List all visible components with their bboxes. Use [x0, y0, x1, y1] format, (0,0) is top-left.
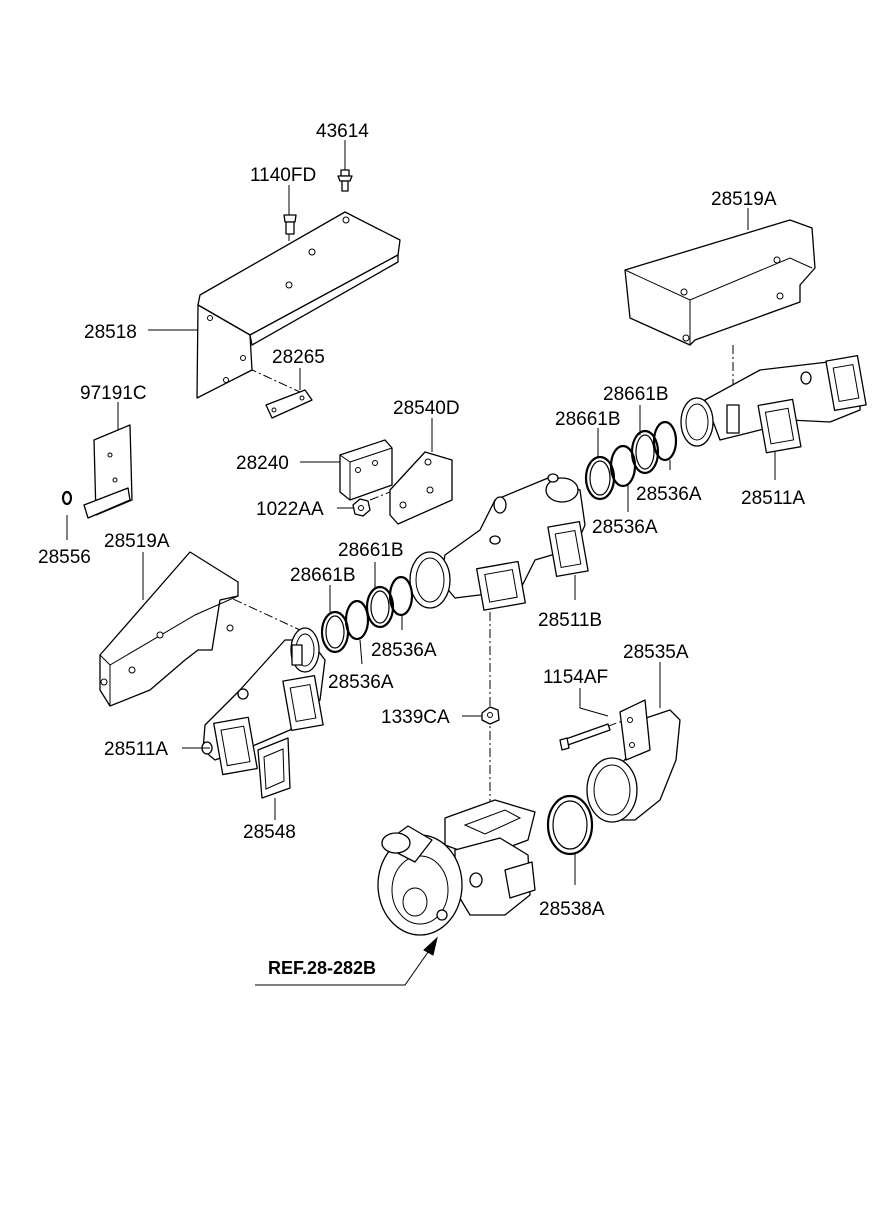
label-28661B-4: 28661B — [290, 565, 356, 586]
label-28535A: 28535A — [623, 642, 689, 663]
washer-28556 — [61, 490, 73, 506]
exhaust-manifold-28511A-right — [680, 354, 867, 454]
bracket-28240 — [339, 439, 393, 501]
rings-right — [584, 420, 678, 501]
label-1339CA: 1339CA — [381, 707, 450, 728]
exhaust-elbow-28535A — [586, 699, 681, 823]
turbocharger — [377, 799, 536, 936]
gasket-28548 — [257, 737, 291, 799]
label-28240: 28240 — [236, 453, 289, 474]
rings-middle — [320, 575, 414, 654]
label-97191C: 97191C — [80, 383, 147, 404]
label-28265: 28265 — [272, 347, 325, 368]
label-28511B: 28511B — [538, 610, 602, 631]
label-28511A-right: 28511A — [741, 488, 805, 509]
nut-1022AA — [352, 498, 371, 517]
label-1022AA: 1022AA — [256, 499, 324, 520]
label-28536A-1: 28536A — [636, 484, 702, 505]
part-labels: 43614 1140FD 28519A 28518 28265 97191C 2… — [38, 121, 805, 978]
bracket-28265 — [265, 389, 313, 419]
clamp-28538A — [546, 794, 594, 856]
label-28519A-top: 28519A — [711, 189, 777, 210]
label-28536A-3: 28536A — [371, 640, 437, 661]
exhaust-manifold-28511B — [409, 473, 589, 611]
bolt-43614 — [337, 169, 353, 192]
bolt-1140FD — [283, 214, 297, 235]
label-1154AF: 1154AF — [543, 667, 608, 688]
label-28538A: 28538A — [539, 899, 605, 920]
label-1140FD: 1140FD — [250, 165, 316, 186]
exhaust-manifold-28511A-left — [201, 627, 326, 776]
label-28548: 28548 — [243, 822, 296, 843]
nut-1339CA — [481, 706, 500, 725]
label-28556: 28556 — [38, 547, 91, 568]
reference-label: REF.28-282B — [268, 958, 376, 978]
heat-shield-28519A-right — [624, 219, 816, 346]
label-28519A-left: 28519A — [104, 531, 170, 552]
label-28536A-4: 28536A — [328, 672, 394, 693]
label-28661B-3: 28661B — [338, 540, 404, 561]
leader-lines — [66, 140, 776, 986]
label-28661B-2: 28661B — [555, 409, 621, 430]
label-28511A-left: 28511A — [104, 739, 168, 760]
label-43614: 43614 — [316, 121, 369, 142]
heat-shield-28518 — [196, 211, 401, 399]
bolt-1154AF — [559, 723, 611, 751]
label-28661B-1: 28661B — [603, 384, 669, 405]
label-28540D: 28540D — [393, 398, 460, 419]
plate-97191C — [83, 424, 133, 519]
label-28518: 28518 — [84, 322, 137, 343]
bracket-28540D — [389, 451, 453, 525]
label-28536A-2: 28536A — [592, 517, 658, 538]
heat-shield-28519A-left — [99, 551, 239, 707]
